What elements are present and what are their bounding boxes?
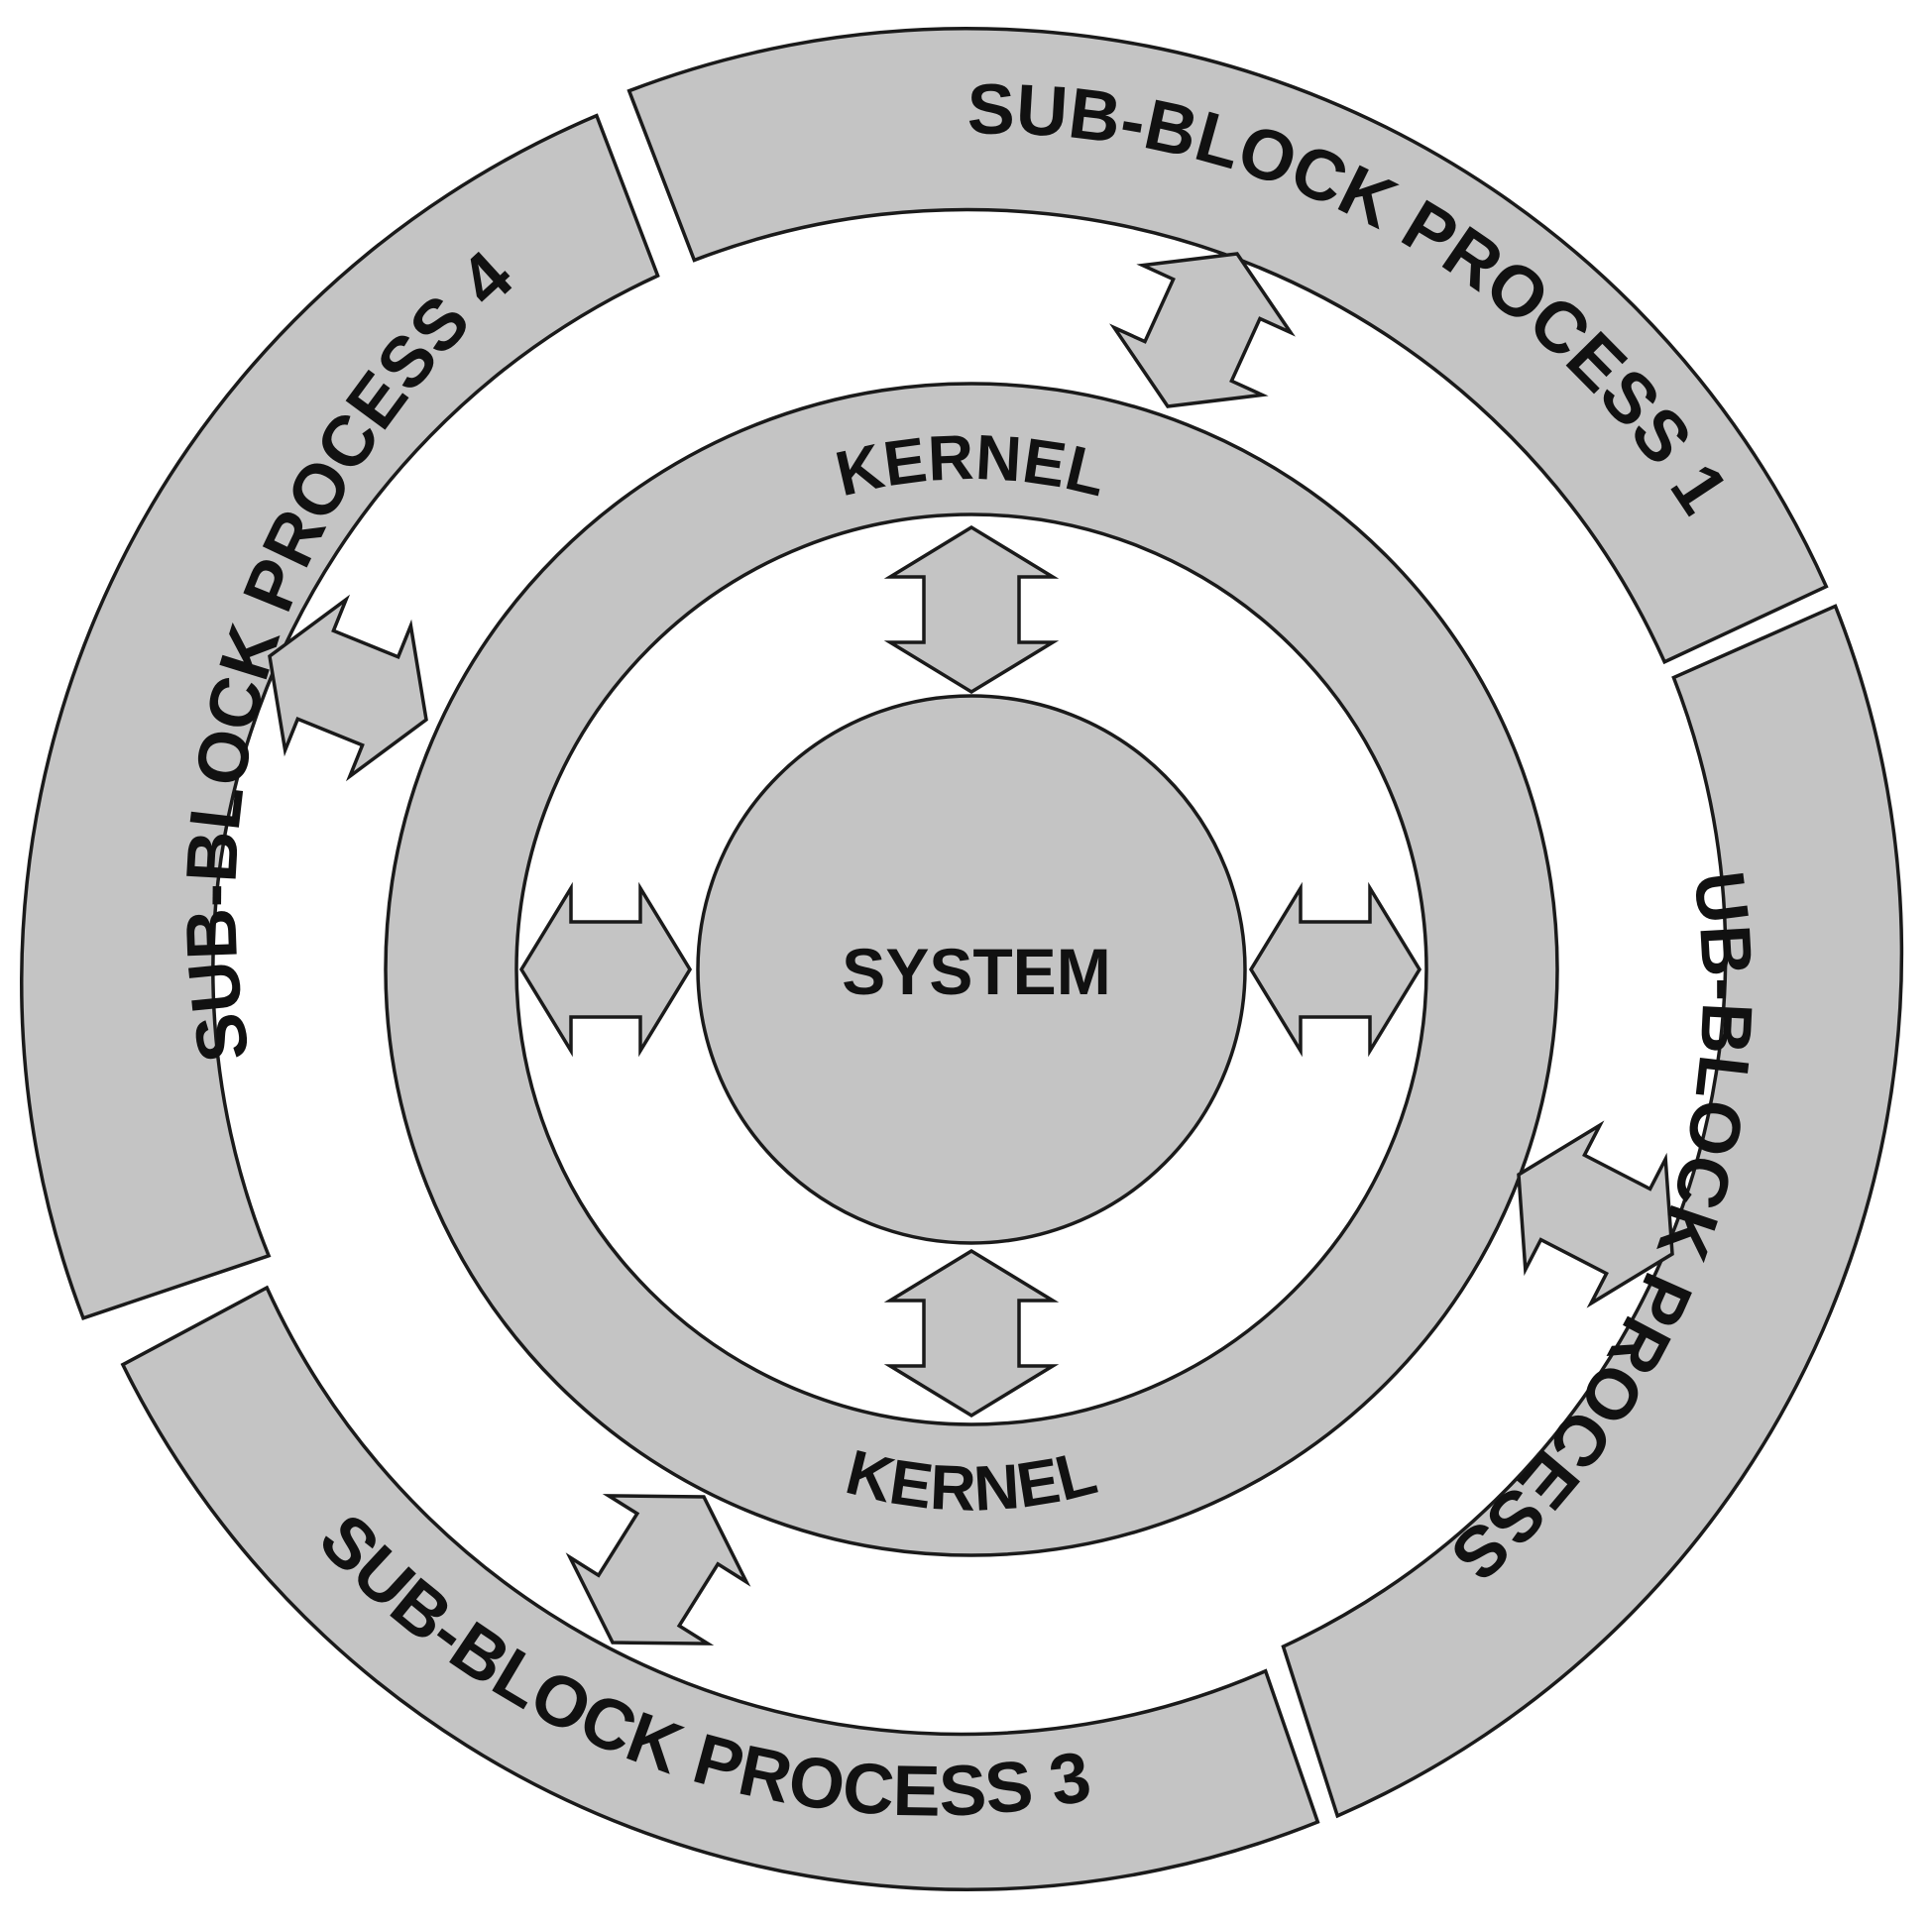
sub-block-1-kernel-arrow [1109, 252, 1296, 408]
sub-block-process-2-segment [1281, 604, 1904, 1819]
sub-block-process-1-segment [626, 26, 1829, 665]
sub-block-3-kernel-arrow [565, 1494, 751, 1645]
kernel-ring [384, 382, 1559, 1557]
sub-block-2-kernel-arrow [1517, 1120, 1674, 1308]
kernel-top-system-arrow [883, 524, 1060, 695]
sub-block-4-kernel-arrow [268, 594, 428, 782]
sub-block-process-4-segment [20, 113, 660, 1320]
system-core [696, 694, 1247, 1245]
kernel-left-system-arrow [518, 881, 693, 1058]
system-label: SYSTEM [842, 935, 1110, 1008]
system-kernel-right-arrow [1248, 881, 1422, 1058]
system-kernel-bottom-arrow [883, 1248, 1060, 1418]
sub-block-process-3-segment [120, 1285, 1320, 1891]
